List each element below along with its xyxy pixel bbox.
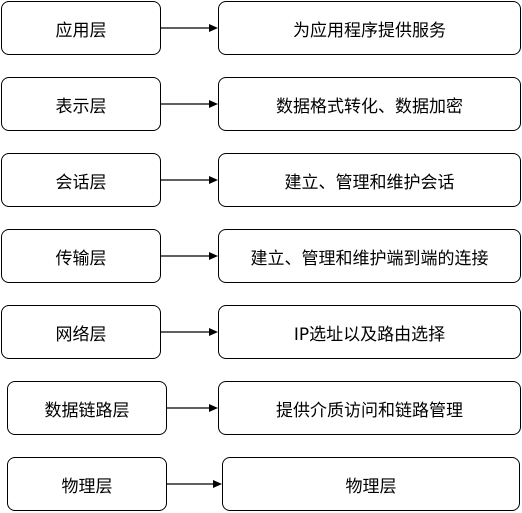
description-box-application: 为应用程序提供服务 bbox=[218, 1, 521, 55]
arrow-data-link bbox=[167, 404, 218, 412]
arrow-presentation bbox=[161, 100, 218, 108]
layer-name: 应用层 bbox=[55, 20, 107, 41]
layer-description: 建立、管理和维护会话 bbox=[284, 172, 455, 193]
description-box-data-link: 提供介质访问和链路管理 bbox=[218, 381, 521, 435]
layer-name: 网络层 bbox=[55, 324, 107, 345]
layer-description: 数据格式转化、数据加密 bbox=[276, 96, 463, 117]
layer-box-network: 网络层 bbox=[1, 305, 161, 359]
arrow-application bbox=[161, 24, 218, 32]
arrow-physical bbox=[167, 480, 222, 488]
layer-description: 为应用程序提供服务 bbox=[293, 20, 446, 41]
layer-name: 数据链路层 bbox=[44, 400, 130, 421]
layer-name: 物理层 bbox=[61, 476, 113, 497]
description-box-session: 建立、管理和维护会话 bbox=[218, 153, 521, 207]
layer-box-application: 应用层 bbox=[1, 1, 161, 55]
layer-description: 物理层 bbox=[345, 476, 397, 497]
description-box-network: IP选址以及路由选择 bbox=[218, 305, 521, 359]
arrow-network bbox=[161, 328, 218, 336]
layer-name: 会话层 bbox=[55, 172, 107, 193]
description-box-physical: 物理层 bbox=[222, 457, 520, 511]
description-box-transport: 建立、管理和维护端到端的连接 bbox=[218, 229, 521, 283]
layer-box-presentation: 表示层 bbox=[1, 77, 161, 131]
layer-description: IP选址以及路由选择 bbox=[293, 324, 446, 345]
layer-box-data-link: 数据链路层 bbox=[7, 381, 167, 435]
layer-name: 传输层 bbox=[55, 248, 107, 269]
layer-box-transport: 传输层 bbox=[1, 229, 161, 283]
layer-description: 建立、管理和维护端到端的连接 bbox=[250, 248, 489, 269]
arrow-session bbox=[161, 176, 218, 184]
layer-box-session: 会话层 bbox=[1, 153, 161, 207]
layer-description: 提供介质访问和链路管理 bbox=[276, 400, 463, 421]
layer-box-physical: 物理层 bbox=[7, 457, 167, 511]
arrow-transport bbox=[161, 252, 218, 260]
description-box-presentation: 数据格式转化、数据加密 bbox=[218, 77, 521, 131]
layer-name: 表示层 bbox=[55, 96, 107, 117]
